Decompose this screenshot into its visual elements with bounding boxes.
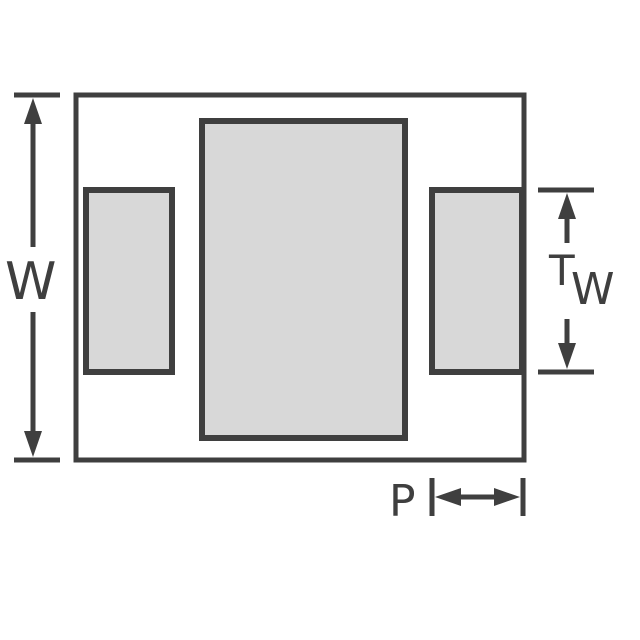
right-terminal-pad (429, 187, 525, 375)
center-pad (199, 118, 408, 441)
left-terminal-pad (83, 187, 175, 375)
dim-p-label: P (389, 476, 416, 527)
dim-tw-label-w-subscript: W (571, 264, 615, 315)
dim-p-arrow-left-icon (435, 488, 461, 506)
dim-tw-arrow-down-icon (558, 343, 576, 369)
dim-w-arrow-down-icon (24, 431, 42, 457)
dim-tw-label-t: T (548, 246, 575, 295)
dim-w-label: W (5, 252, 56, 312)
dim-tw-arrow-up-icon (558, 193, 576, 219)
dimension-overall-width: W (5, 92, 60, 463)
dimension-terminal-width: T W (538, 187, 615, 375)
dim-w-arrow-up-icon (24, 98, 42, 124)
dimension-pitch: P (389, 476, 526, 527)
dim-p-arrow-right-icon (494, 488, 520, 506)
